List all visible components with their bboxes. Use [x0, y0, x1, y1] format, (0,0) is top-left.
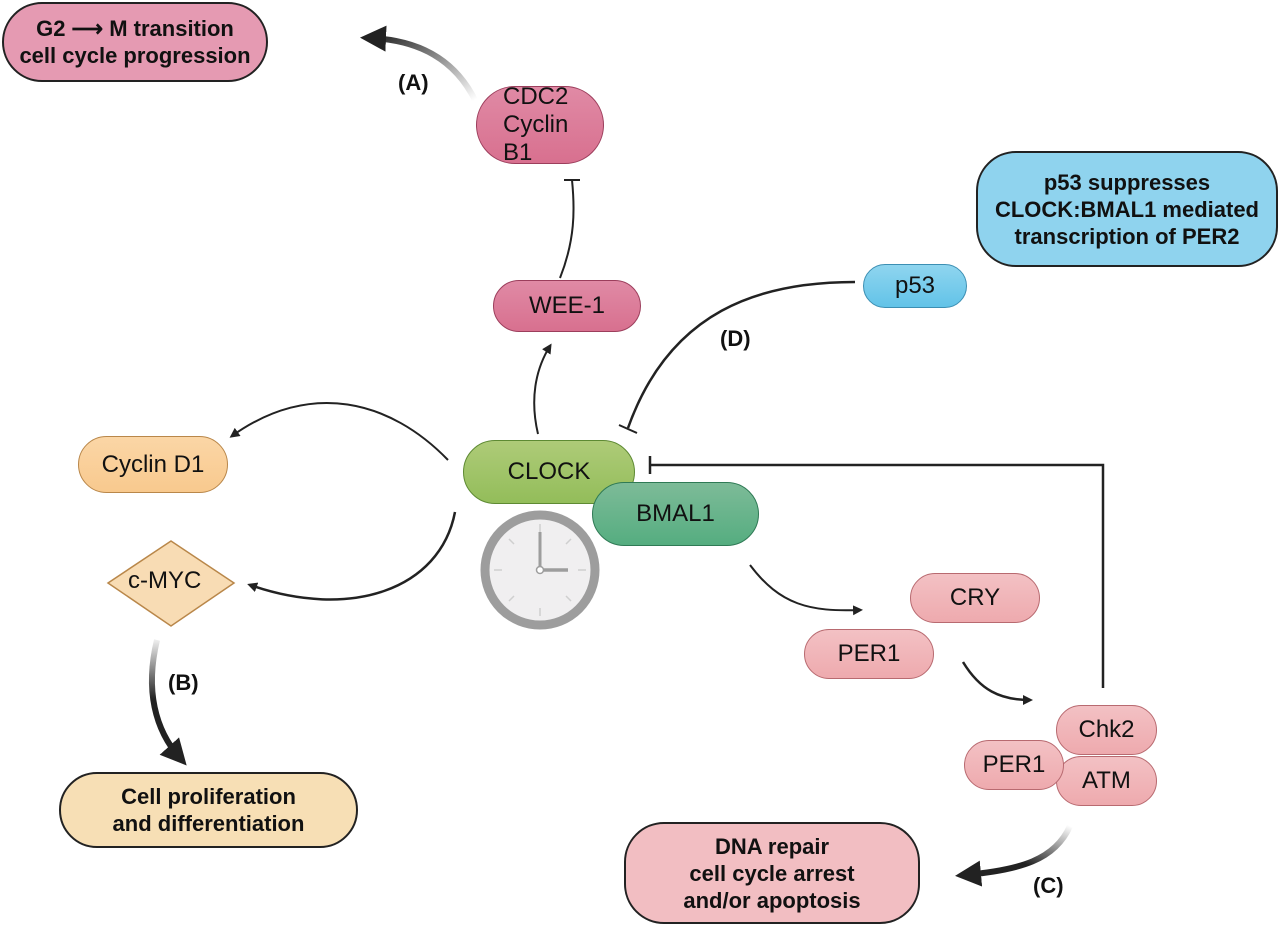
- inhibit-wee1-cdc2: [559, 179, 575, 279]
- label-c: (C): [1033, 873, 1064, 898]
- arrow-c: [955, 824, 1073, 887]
- arrow-per1-complex: [961, 661, 1033, 705]
- inhibit-chk2-clock: [650, 463, 1105, 688]
- cmyc-diamond: [106, 540, 236, 627]
- node-bmal1: BMAL1: [592, 482, 759, 546]
- clock-icon: [480, 510, 600, 630]
- node-cmyc-label: c-MYC: [128, 567, 202, 594]
- node-cyclin-d1: Cyclin D1: [78, 436, 228, 493]
- outcome-dna-repair: DNA repair cell cycle arrest and/or apop…: [624, 822, 920, 924]
- label-b: (B): [168, 670, 199, 695]
- arrow-a: [360, 25, 478, 102]
- node-p53: p53: [863, 264, 967, 308]
- arrow-clock-wee1: [533, 343, 552, 435]
- node-cdc2-cyclin-b1: CDC2 Cyclin B1: [476, 83, 604, 166]
- arrow-b: [149, 639, 187, 766]
- node-cry: CRY: [910, 573, 1040, 623]
- outcome-proliferation: Cell proliferation and differentiation: [59, 772, 358, 848]
- node-per1-complex: PER1: [964, 740, 1064, 790]
- arrow-bmal1-per: [749, 564, 863, 616]
- node-chk2: Chk2: [1056, 705, 1157, 755]
- arrow-clock-cmyc: [247, 511, 457, 601]
- outcome-g2m-transition: G2 ⟶ M transition cell cycle progression: [2, 2, 268, 82]
- node-wee1: WEE-1: [493, 280, 641, 332]
- node-per1: PER1: [804, 629, 934, 679]
- label-a: (A): [398, 70, 429, 95]
- label-d: (D): [720, 326, 751, 351]
- node-atm: ATM: [1056, 756, 1157, 806]
- arrow-clock-cyclind1: [229, 401, 449, 461]
- inhibit-p53-clock: [626, 280, 856, 429]
- outcome-p53-note: p53 suppresses CLOCK:BMAL1 mediated tran…: [976, 151, 1278, 267]
